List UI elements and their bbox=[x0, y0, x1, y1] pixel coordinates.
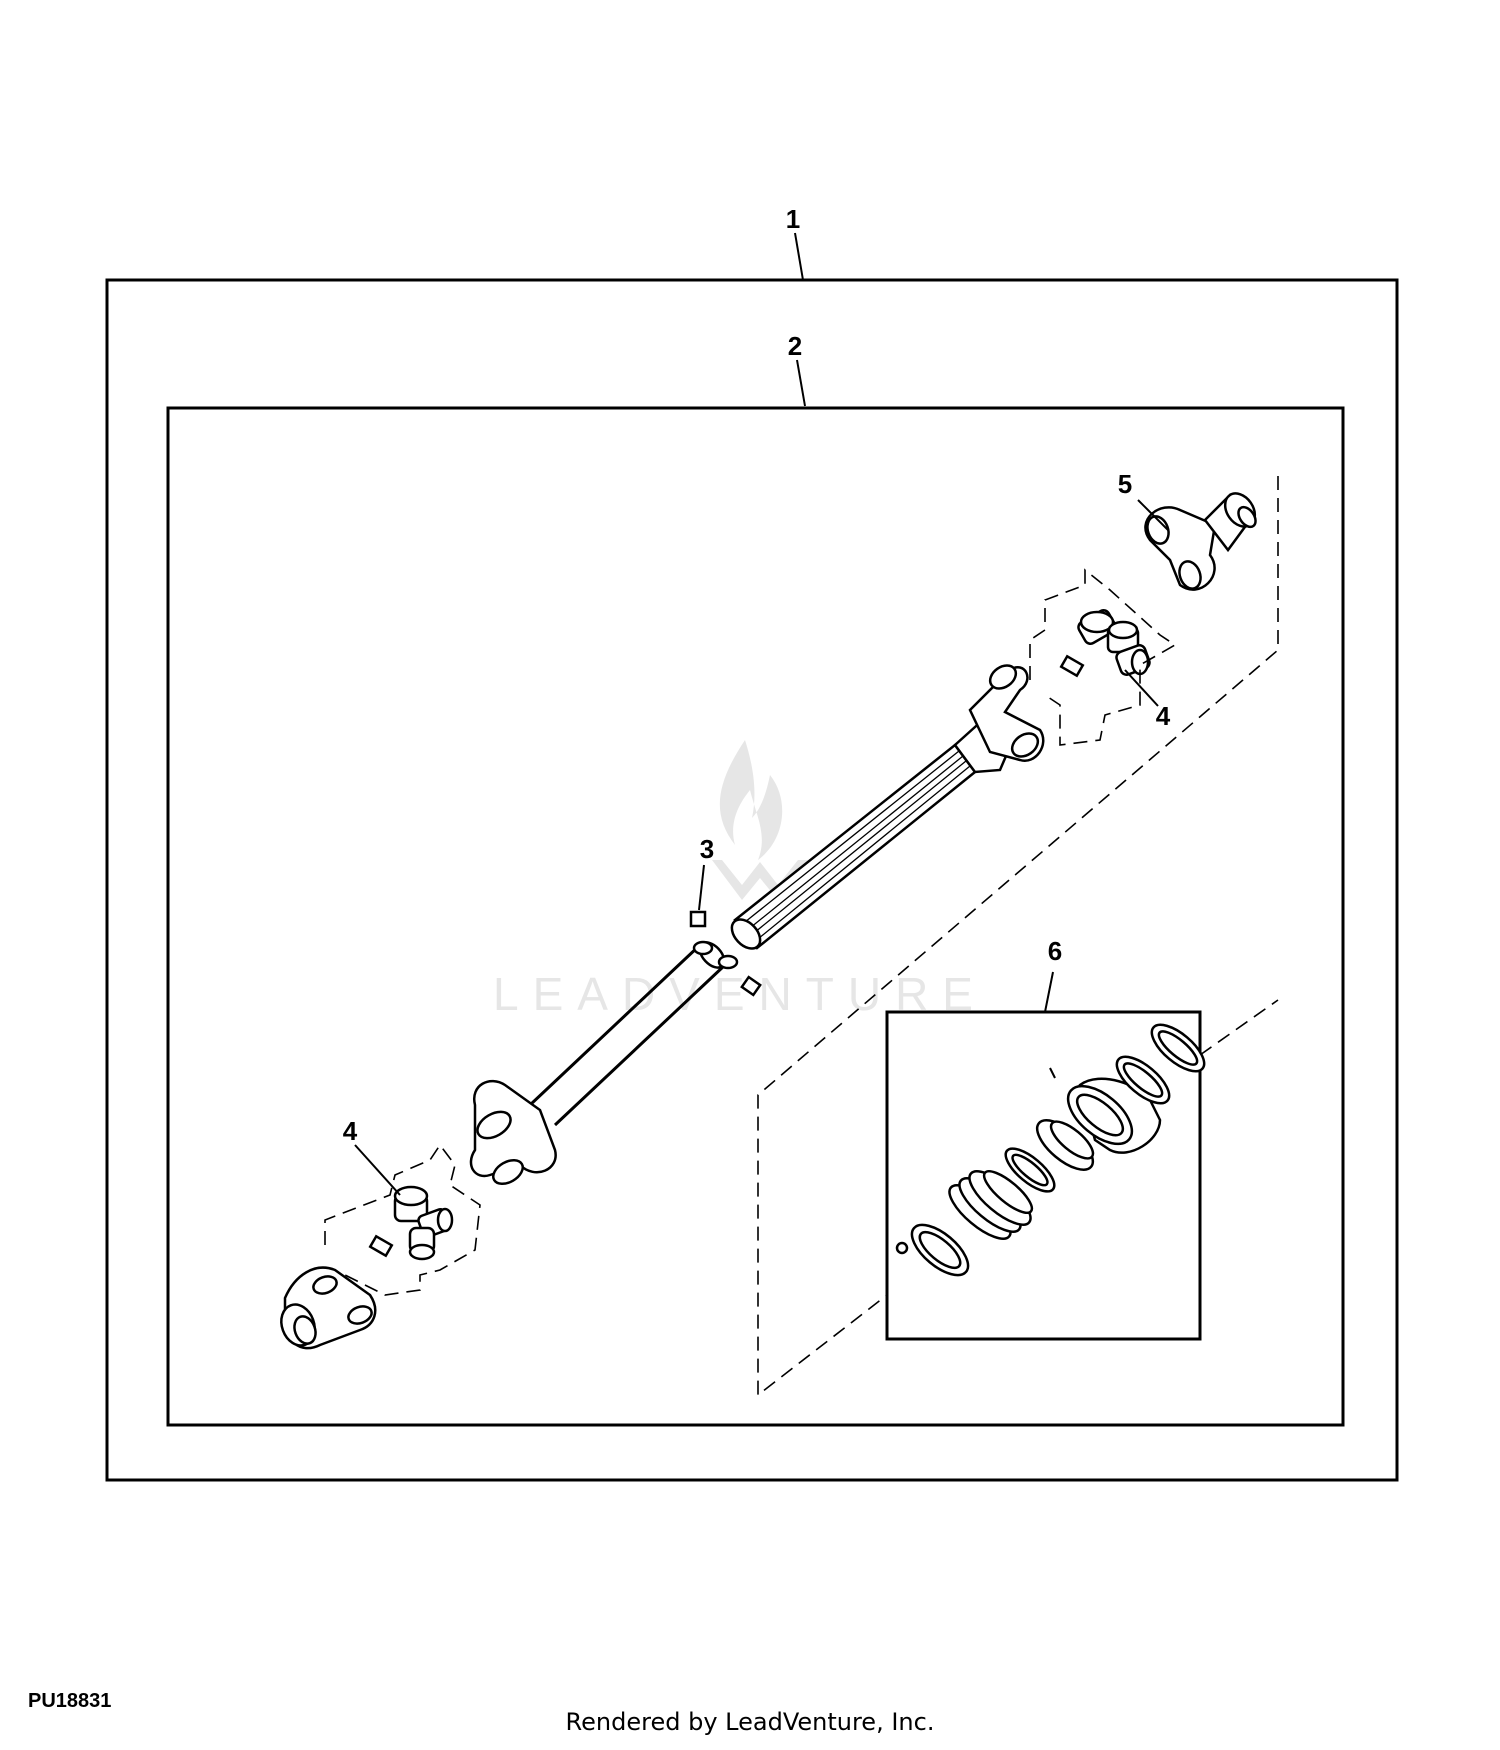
fitting-port-lower bbox=[717, 954, 739, 970]
callout-5[interactable]: 5 bbox=[1118, 469, 1132, 499]
leader-3 bbox=[698, 864, 705, 911]
drive-shaft bbox=[528, 743, 977, 1127]
leader-4b bbox=[354, 1144, 401, 1196]
shaft-yoke-upper bbox=[953, 664, 1045, 774]
leader-1 bbox=[794, 232, 804, 281]
assembly-box-inner bbox=[166, 406, 1345, 1427]
seal-kit-box bbox=[885, 1010, 1202, 1341]
grease-fittings bbox=[689, 910, 762, 997]
leader-2 bbox=[796, 359, 806, 407]
seal-kit-parts bbox=[895, 1023, 1206, 1277]
callout-6[interactable]: 6 bbox=[1048, 936, 1062, 966]
grease-fitting-upper bbox=[689, 910, 707, 928]
leader-4a bbox=[1124, 669, 1159, 707]
figure-id: PU18831 bbox=[28, 1690, 112, 1712]
u-joint-lower bbox=[324, 1143, 481, 1296]
callout-1[interactable]: 1 bbox=[786, 204, 800, 234]
fitting-port-upper bbox=[692, 940, 714, 956]
leader-6 bbox=[1044, 971, 1054, 1013]
callout-4a[interactable]: 4 bbox=[1156, 701, 1171, 731]
callout-3[interactable]: 3 bbox=[700, 834, 714, 864]
callout-4b[interactable]: 4 bbox=[343, 1116, 358, 1146]
end-yoke bbox=[1144, 492, 1257, 591]
shaft-yoke-lower bbox=[469, 1079, 557, 1186]
assembly-box-outer bbox=[105, 278, 1399, 1482]
spline-lines bbox=[739, 750, 971, 944]
flame-logo-icon bbox=[719, 740, 783, 860]
u-joint-upper bbox=[1029, 568, 1177, 746]
spring-coil bbox=[948, 1170, 1034, 1240]
kit-bracket-dashed bbox=[757, 476, 1279, 1397]
grease-fitting-lower bbox=[740, 975, 762, 997]
render-credit: Rendered by LeadVenture, Inc. bbox=[565, 1708, 935, 1736]
seal-ball bbox=[895, 1241, 909, 1255]
end-yoke-lower bbox=[280, 1266, 377, 1350]
callout-2[interactable]: 2 bbox=[788, 331, 802, 361]
leader-5 bbox=[1137, 499, 1169, 531]
seal-pin bbox=[1049, 1067, 1056, 1079]
